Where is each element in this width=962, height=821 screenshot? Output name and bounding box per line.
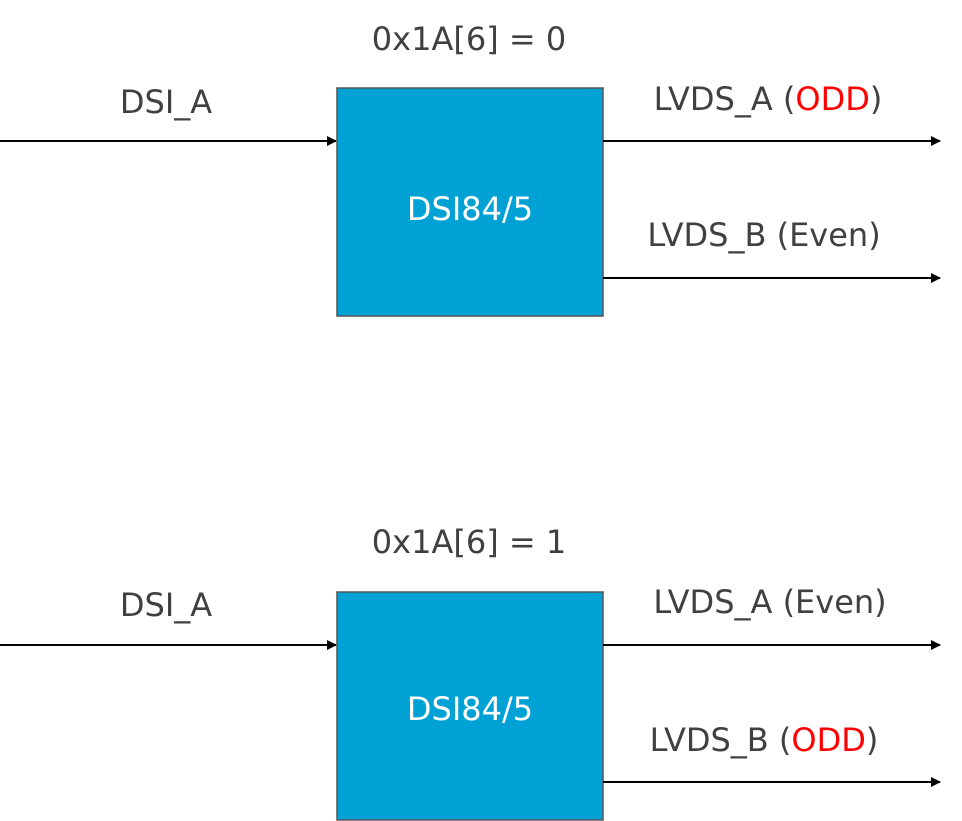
output-parity: ODD — [791, 721, 865, 759]
dsi-block — [336, 591, 604, 821]
output-label-lvds-b: LVDS_B (Even) — [647, 216, 880, 254]
output-label-lvds-a: LVDS_A (ODD) — [654, 80, 883, 118]
output-label-lvds-a: LVDS_A (Even) — [653, 583, 886, 621]
input-label: DSI_A — [120, 83, 212, 121]
output-suffix: ) — [866, 721, 878, 759]
output-suffix: ) — [870, 80, 882, 118]
diagram-mode-1: 0x1A[6] = 1 DSI_A DSI84/5 LVDS_A (Even) … — [0, 523, 941, 821]
input-label: DSI_A — [120, 586, 212, 624]
output-parity: Even — [795, 583, 874, 621]
register-label: 0x1A[6] = 0 — [372, 20, 566, 58]
block-label: DSI84/5 — [407, 690, 533, 728]
output-suffix: ) — [874, 583, 886, 621]
output-label-lvds-b: LVDS_B (ODD) — [650, 721, 879, 759]
block-label: DSI84/5 — [407, 190, 533, 228]
output-prefix: LVDS_B ( — [647, 216, 789, 254]
output-prefix: LVDS_A ( — [654, 80, 796, 118]
output-parity: ODD — [795, 80, 869, 118]
output-prefix: LVDS_B ( — [650, 721, 792, 759]
dsi-block — [336, 87, 604, 317]
diagram-mode-0: 0x1A[6] = 0 DSI_A DSI84/5 LVDS_A (ODD) L… — [0, 20, 941, 317]
output-suffix: ) — [868, 216, 880, 254]
register-label: 0x1A[6] = 1 — [372, 523, 566, 561]
output-prefix: LVDS_A ( — [653, 583, 795, 621]
output-parity: Even — [789, 216, 868, 254]
